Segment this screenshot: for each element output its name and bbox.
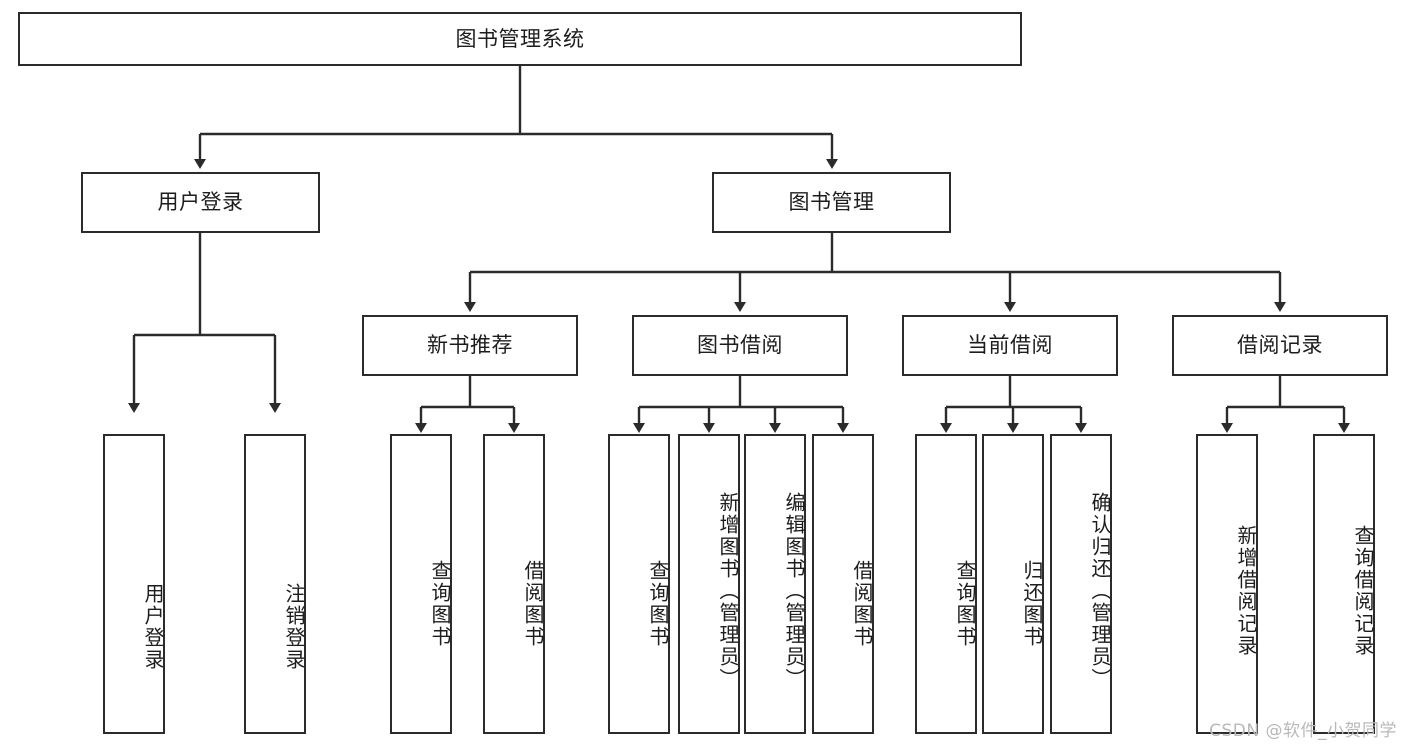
- node-new-book-recommend[interactable]: 新书推荐: [362, 315, 578, 376]
- node-book-management[interactable]: 图书管理: [712, 172, 951, 233]
- node-book-borrow[interactable]: 图书借阅: [632, 315, 848, 376]
- watermark-text: CSDN @软件_小贺同学: [1209, 721, 1397, 741]
- node-label: 查询借阅记录: [1351, 525, 1375, 657]
- node-label: 图书管理系统: [455, 26, 585, 51]
- node-label: 注销登录: [282, 583, 306, 671]
- node-label: 确认归还（管理员）: [1088, 492, 1112, 690]
- node-user-login[interactable]: 用户登录: [81, 172, 320, 233]
- node-label: 借阅图书: [850, 560, 874, 648]
- node-leaf-confirm-return[interactable]: 确认归还（管理员）: [1050, 434, 1112, 734]
- node-leaf-return-book[interactable]: 归还图书: [982, 434, 1044, 734]
- node-label: 当前借阅: [967, 333, 1053, 358]
- node-label: 新书推荐: [427, 333, 513, 358]
- node-label: 借阅记录: [1237, 333, 1323, 358]
- node-label: 编辑图书（管理员）: [782, 492, 806, 690]
- node-leaf-add-book[interactable]: 新增图书（管理员）: [678, 434, 740, 734]
- node-leaf-user-login[interactable]: 用户登录: [103, 434, 165, 734]
- node-leaf-logout-login[interactable]: 注销登录: [244, 434, 306, 734]
- node-label: 借阅图书: [521, 560, 545, 648]
- node-leaf-borrow-book-1[interactable]: 借阅图书: [483, 434, 545, 734]
- node-leaf-query-record[interactable]: 查询借阅记录: [1313, 434, 1375, 734]
- node-leaf-edit-book[interactable]: 编辑图书（管理员）: [744, 434, 806, 734]
- node-label: 查询图书: [953, 560, 977, 648]
- node-leaf-borrow-book-2[interactable]: 借阅图书: [812, 434, 874, 734]
- node-root-system[interactable]: 图书管理系统: [18, 12, 1022, 66]
- node-leaf-add-record[interactable]: 新增借阅记录: [1196, 434, 1258, 734]
- node-label: 归还图书: [1020, 560, 1044, 648]
- node-leaf-query-book-1[interactable]: 查询图书: [390, 434, 452, 734]
- node-borrow-record[interactable]: 借阅记录: [1172, 315, 1388, 376]
- node-label: 新增借阅记录: [1234, 525, 1258, 657]
- node-label: 查询图书: [428, 560, 452, 648]
- node-current-borrow[interactable]: 当前借阅: [902, 315, 1118, 376]
- node-label: 新增图书（管理员）: [716, 492, 740, 690]
- node-label: 查询图书: [646, 560, 670, 648]
- node-leaf-query-book-2[interactable]: 查询图书: [608, 434, 670, 734]
- node-label: 图书管理: [788, 190, 875, 215]
- node-label: 用户登录: [157, 190, 244, 215]
- node-label: 图书借阅: [697, 333, 783, 358]
- node-leaf-query-book-3[interactable]: 查询图书: [915, 434, 977, 734]
- node-label: 用户登录: [141, 583, 165, 671]
